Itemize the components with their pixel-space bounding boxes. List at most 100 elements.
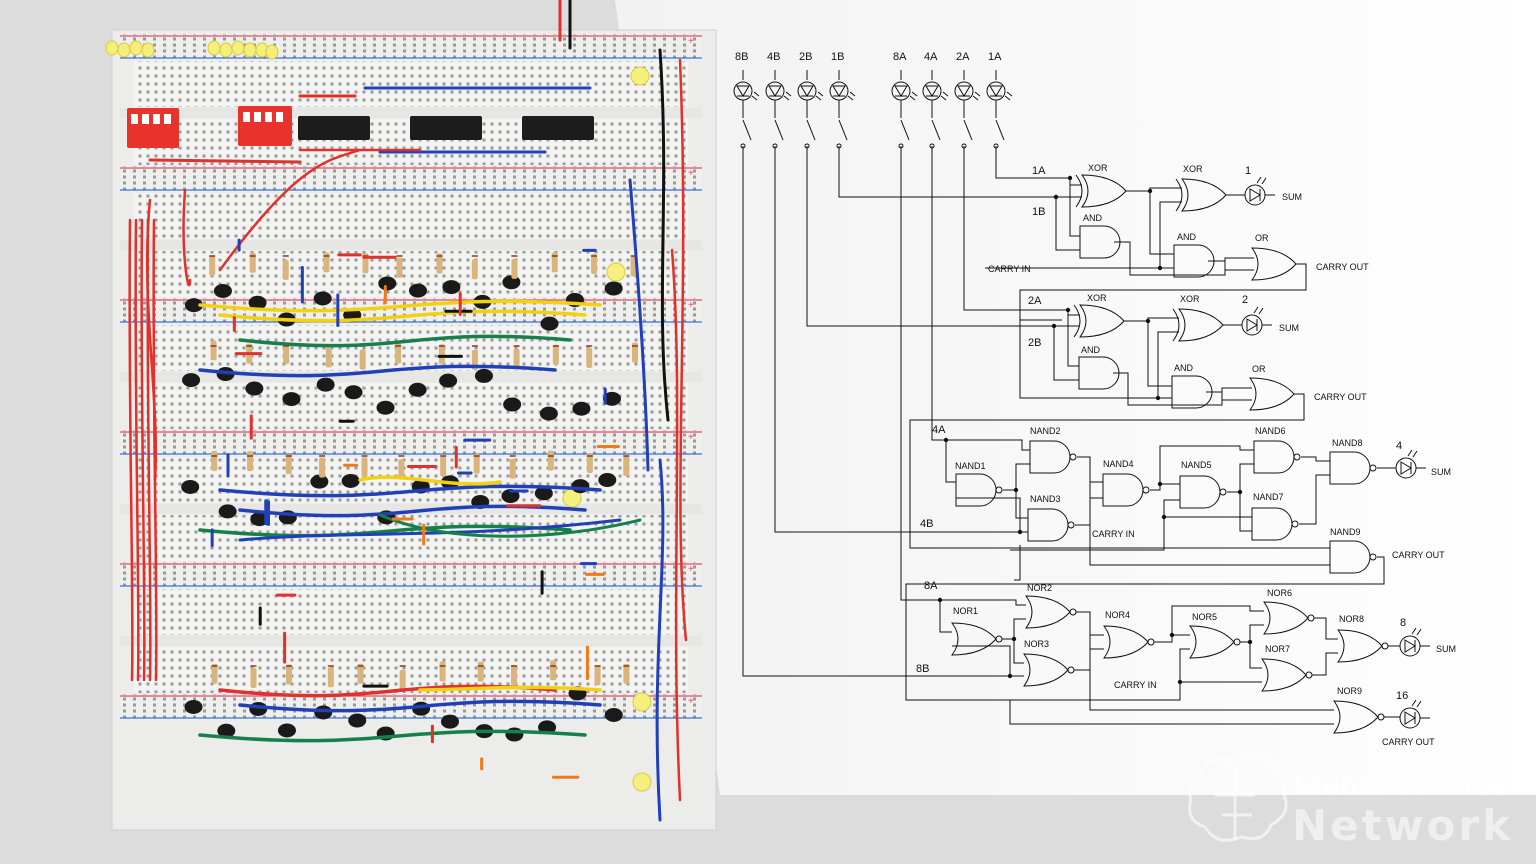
junction-dot (1157, 481, 1163, 487)
transistor (314, 705, 333, 720)
switch-contact (931, 119, 941, 141)
led-diode-symbol (925, 85, 939, 97)
transistor (540, 316, 559, 331)
inverter-bubble (995, 486, 1003, 494)
hole-grid (134, 61, 688, 107)
jumper-wire (358, 475, 502, 486)
led (243, 42, 257, 58)
led (231, 40, 245, 56)
stage4-nor1-gate (951, 622, 997, 656)
switch-label-8B: 8B (735, 51, 748, 63)
stage4-nor5-gate (1189, 625, 1235, 659)
jumper-wire (218, 148, 362, 272)
led (207, 40, 221, 56)
power-rail (120, 298, 702, 324)
stage1-xor2-label: XOR (1183, 164, 1203, 174)
jumper-wire (140, 218, 146, 682)
transistor (245, 381, 264, 396)
resistor (282, 259, 289, 280)
stage3-input-a-label: 4A (932, 424, 946, 436)
stage1-xor2-gate (1181, 178, 1227, 212)
stage4-input-b-label: 8B (916, 663, 929, 675)
plus-mark: + (688, 168, 694, 179)
transistor (376, 400, 395, 415)
resistor (361, 457, 368, 478)
schematic-wire (900, 146, 940, 601)
watermark: Global Science Network (1187, 753, 1513, 850)
jumper-wire (198, 364, 557, 378)
resistor (395, 343, 402, 364)
led-arrows (940, 91, 949, 101)
led (141, 42, 155, 58)
resistor (211, 663, 218, 684)
led-diode-symbol (989, 85, 1003, 97)
resistor (323, 252, 330, 273)
schematic-wire (1014, 482, 1330, 581)
schematic-wire (1113, 372, 1252, 406)
stage3-gate-label-3: NAND3 (1030, 494, 1061, 504)
jumper-wire (198, 299, 602, 313)
schematic-wire (1010, 648, 1262, 701)
inverter-bubble (1293, 453, 1301, 461)
switch-label-1B: 1B (831, 51, 844, 63)
stage3-nand9-gate (1329, 540, 1371, 574)
schematic-wire (1055, 196, 1082, 251)
schematic-wire (806, 146, 1062, 327)
stage4-nor9-gate (1333, 700, 1379, 734)
resistor (623, 456, 630, 477)
inverter-bubble (1069, 453, 1077, 461)
stage3-gate-label-9: NAND9 (1330, 527, 1361, 537)
transistor (348, 713, 367, 728)
watermark-line2: Network (1292, 801, 1513, 850)
transistor (282, 392, 301, 407)
switch-label-2A: 2A (956, 51, 970, 63)
resistor (396, 257, 403, 278)
schematic-wire (1002, 618, 1026, 664)
schematic-wire (742, 146, 1010, 677)
power-rail (120, 166, 702, 192)
watermark-line1: Global Science (1292, 770, 1506, 800)
diode-symbol (1400, 461, 1412, 475)
led-diode-symbol (800, 85, 814, 97)
stage2-xor1-label: XOR (1087, 293, 1107, 303)
resistor (586, 347, 593, 368)
transistor (602, 391, 621, 406)
transistor (474, 368, 493, 383)
junction-dot (1007, 673, 1013, 679)
resistor (211, 450, 218, 471)
jumper-wire (145, 198, 158, 482)
junction-dot (1067, 175, 1073, 181)
schematic-wire (1227, 463, 1254, 532)
transistor (534, 486, 553, 501)
transistor (440, 714, 459, 729)
inverter-bubble (1067, 521, 1075, 529)
dip-toggle (276, 112, 283, 122)
center-channel (120, 372, 702, 382)
inverter-bubble (1369, 464, 1377, 472)
jumper-wire (678, 58, 688, 642)
resistor (210, 340, 217, 361)
resistor (319, 457, 326, 478)
led-arrows (1411, 699, 1422, 708)
jumper-wire (128, 218, 134, 682)
stage2-xor2-label: XOR (1180, 294, 1200, 304)
stage4-input-a-label: 8A (924, 580, 938, 592)
switch-contact (742, 119, 752, 141)
inverter-bubble (1381, 642, 1389, 650)
resistor (552, 344, 559, 365)
stage4-nor8-gate (1337, 629, 1383, 663)
resistor (594, 665, 601, 686)
stage2-and2-gate (1171, 375, 1213, 409)
plus-mark: + (688, 432, 694, 443)
junction-dot (1013, 487, 1019, 493)
led (219, 42, 233, 58)
switch-label-4A: 4A (924, 51, 938, 63)
output-led (606, 262, 626, 282)
power-rail (120, 430, 702, 456)
stage3-nand1-gate (955, 473, 997, 507)
output-led (630, 66, 650, 86)
transistor (344, 385, 363, 400)
stage1-led-number: 1 (1245, 165, 1251, 177)
led-diode-symbol (957, 85, 971, 97)
